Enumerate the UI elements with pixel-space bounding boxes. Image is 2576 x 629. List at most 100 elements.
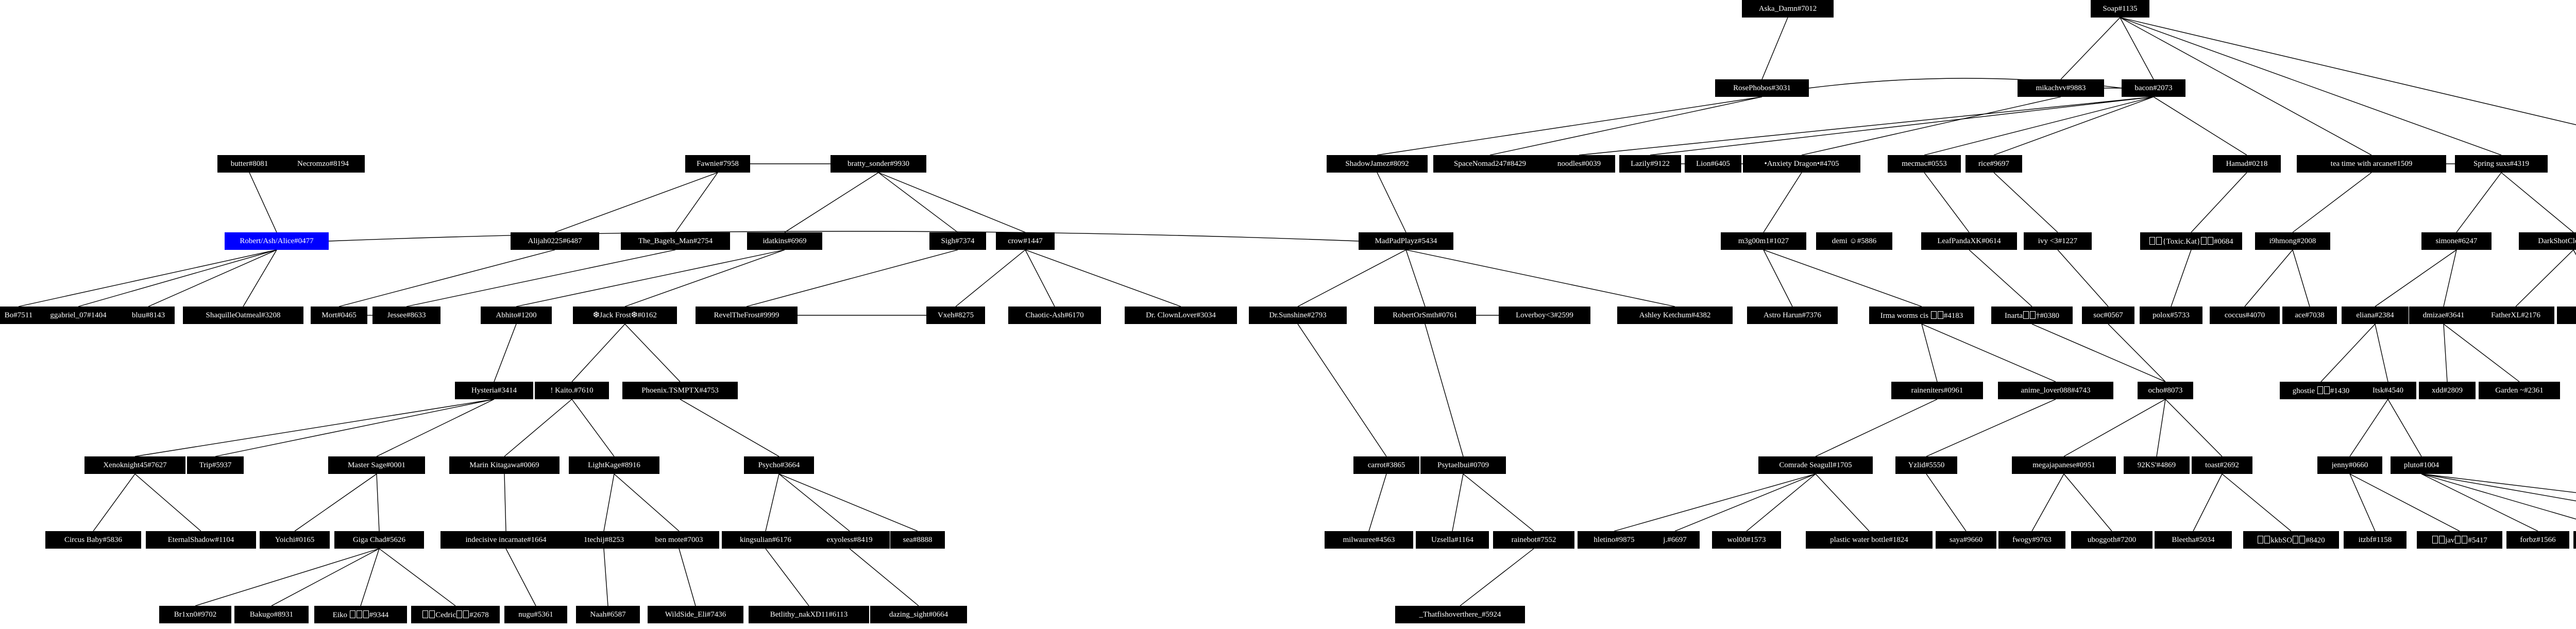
graph-node[interactable]: Psytaelbui#0709 — [1420, 456, 1506, 474]
graph-node[interactable]: Mort#0465 — [311, 307, 367, 324]
graph-node[interactable]: mikachvv#9883 — [2018, 79, 2104, 97]
graph-node[interactable]: Circus Baby#5836 — [45, 531, 141, 549]
graph-node[interactable]: Spring suxs#4319 — [2455, 155, 2548, 173]
graph-node[interactable]: butter#8081 — [217, 155, 281, 173]
graph-node[interactable]: Aska_Damn#7012 — [1742, 0, 1834, 18]
graph-node[interactable]: WildSide_Eli#7436 — [648, 606, 743, 623]
graph-node[interactable]: EternalShadow#1104 — [146, 531, 256, 549]
graph-node[interactable]: toast#2692 — [2192, 456, 2252, 474]
graph-node[interactable]: Itsk#4540 — [2360, 382, 2416, 399]
graph-node[interactable]: ocho#8073 — [2138, 382, 2193, 399]
graph-node[interactable]: Dr. ClownLover#3034 — [1125, 307, 1237, 324]
graph-node[interactable]: wol00#1573 — [1712, 531, 1781, 549]
graph-node[interactable]: megajapanese#0951 — [2012, 456, 2116, 474]
graph-node[interactable]: Bo#7511 — [0, 307, 40, 324]
graph-node[interactable]: simone#6247 — [2421, 232, 2492, 250]
graph-node[interactable]: indecisive incarnate#1664 — [440, 531, 571, 549]
graph-node[interactable]: ace#7038 — [2282, 307, 2337, 324]
graph-node[interactable]: Chaotic-Ash#6170 — [1008, 307, 1101, 324]
graph-node[interactable]: Yzlid#5550 — [1895, 456, 1957, 474]
graph-node[interactable]: exyoless#8419 — [809, 531, 890, 549]
graph-node[interactable]: Cedric#2678 — [411, 606, 500, 623]
graph-node[interactable]: fwogy#9763 — [1998, 531, 2065, 549]
graph-node[interactable]: •Anxiety Dragon•#4705 — [1743, 155, 1860, 173]
graph-node[interactable]: Irma worms cis #4183 — [1869, 307, 1974, 324]
graph-node[interactable]: ben mote#7003 — [639, 531, 719, 549]
graph-node[interactable]: plastic water bottle#1824 — [1806, 531, 1933, 549]
graph-node[interactable]: i9hmong#2008 — [2255, 232, 2330, 250]
graph-node[interactable]: demi ☺#5886 — [1816, 232, 1892, 250]
graph-node[interactable]: FatherXL#2176 — [2477, 307, 2554, 324]
graph-node[interactable]: abbynotreal#4728 — [2557, 307, 2576, 324]
graph-node[interactable]: kkbSO#8420 — [2243, 531, 2339, 549]
graph-node[interactable]: Loverboy<3#2599 — [1499, 307, 1590, 324]
graph-node[interactable]: j.#6697 — [1650, 531, 1700, 549]
graph-node[interactable]: nugu#5361 — [504, 606, 567, 623]
graph-node[interactable]: Master Sage#0001 — [328, 456, 425, 474]
graph-node[interactable]: Sigh#7374 — [929, 232, 986, 250]
graph-node[interactable]: Comrade Seagull#1705 — [1758, 456, 1873, 474]
graph-node[interactable]: jenny#0660 — [2317, 456, 2382, 474]
graph-node[interactable]: Fawnie#7958 — [685, 155, 750, 173]
graph-node[interactable]: kingsulian#6176 — [722, 531, 809, 549]
graph-node[interactable]: LeafPandaXK#0614 — [1921, 232, 2017, 250]
graph-node[interactable]: coccus#4070 — [2210, 307, 2280, 324]
graph-node[interactable]: m3g00m1#1027 — [1721, 232, 1806, 250]
graph-node[interactable]: rainebot#7552 — [1493, 531, 1574, 549]
graph-node[interactable]: mecmac#0553 — [1888, 155, 1961, 173]
graph-node[interactable]: Xenoknight45#7627 — [84, 456, 185, 474]
graph-node[interactable]: Jessee#8633 — [372, 307, 440, 324]
graph-node[interactable]: Uzsella#1164 — [1416, 531, 1489, 549]
graph-node[interactable]: crow#1447 — [996, 232, 1055, 250]
graph-node[interactable]: ivy <3#1227 — [2024, 232, 2092, 250]
graph-node[interactable]: 1techij#8253 — [566, 531, 641, 549]
graph-node[interactable]: Eiko #9344 — [314, 606, 407, 623]
graph-node[interactable]: RosePhobos#3031 — [1715, 79, 1809, 97]
graph-node[interactable]: The_Bagels_Man#2754 — [621, 232, 730, 250]
graph-node[interactable]: Astro Harun#7376 — [1747, 307, 1838, 324]
graph-node[interactable]: Abhito#1200 — [481, 307, 552, 324]
graph-node[interactable]: sea#8888 — [890, 531, 945, 549]
graph-node[interactable]: Br1xn0#9702 — [159, 606, 231, 623]
graph-node[interactable]: Necromzo#8194 — [281, 155, 365, 173]
graph-node[interactable]: Psycho#3664 — [744, 456, 814, 474]
graph-node[interactable]: soc#0567 — [2082, 307, 2134, 324]
graph-node[interactable]: RobertOrSmth#0761 — [1374, 307, 1476, 324]
graph-node[interactable]: Bakugo#8931 — [234, 606, 309, 623]
graph-node[interactable]: tea time with arcane#1509 — [2297, 155, 2446, 173]
graph-node[interactable]: hletino#9875 — [1578, 531, 1651, 549]
graph-node[interactable]: 92KS'#4869 — [2124, 456, 2190, 474]
graph-node[interactable]: Trip#5937 — [187, 456, 244, 474]
graph-node[interactable]: anime_lover088#4743 — [1998, 382, 2113, 399]
graph-node[interactable]: forbz#1566 — [2506, 531, 2569, 549]
graph-node[interactable]: LightKage#8916 — [569, 456, 659, 474]
graph-node[interactable]: Hysteria#3414 — [455, 382, 533, 399]
graph-node[interactable]: MadPadPlayz#5434 — [1359, 232, 1453, 250]
graph-node[interactable]: Soap#1135 — [2091, 0, 2149, 18]
graph-node[interactable]: bratty_sonder#9930 — [831, 155, 926, 173]
graph-node[interactable]: Inarta†#0380 — [1991, 307, 2073, 324]
graph-node[interactable]: DarkShotClouds#4135 — [2519, 232, 2576, 250]
graph-node[interactable]: Hamad#0218 — [2213, 155, 2281, 173]
graph-node[interactable]: ! Kaito.#7610 — [535, 382, 609, 399]
graph-node[interactable]: pluto#1004 — [2391, 456, 2452, 474]
graph-node[interactable]: RevelTheFrost#9999 — [696, 307, 798, 324]
graph-node[interactable]: Ashley Ketchum#4382 — [1617, 307, 1733, 324]
graph-node[interactable]: ShaquilleOatmeal#3208 — [183, 307, 303, 324]
graph-node[interactable]: uboggoth#7200 — [2071, 531, 2153, 549]
graph-node[interactable]: lazykeeke#3784 — [2573, 531, 2576, 549]
graph-node[interactable]: carrot#3865 — [1353, 456, 1419, 474]
graph-node[interactable]: ggabriel_07#1404 — [35, 307, 122, 324]
graph-node[interactable]: Alijah0225#6487 — [511, 232, 599, 250]
graph-node[interactable]: ShadowJamez#8092 — [1327, 155, 1428, 173]
graph-node[interactable]: ❆Jack Frost❆#0162 — [573, 307, 677, 324]
graph-node[interactable]: milwauree#4563 — [1325, 531, 1413, 549]
graph-node[interactable]: {Toxic.Kat}#0684 — [2140, 232, 2242, 250]
graph-node[interactable]: itzbf#1158 — [2344, 531, 2406, 549]
graph-node[interactable]: polox#5733 — [2140, 307, 2202, 324]
graph-node[interactable]: saya#9660 — [1936, 531, 1996, 549]
graph-node[interactable]: Dr.Sunshine#2793 — [1249, 307, 1347, 324]
graph-node[interactable]: bluu#8143 — [122, 307, 175, 324]
graph-node[interactable]: raineniters#0961 — [1891, 382, 1983, 399]
graph-node[interactable]: Giga Chad#5626 — [334, 531, 424, 549]
